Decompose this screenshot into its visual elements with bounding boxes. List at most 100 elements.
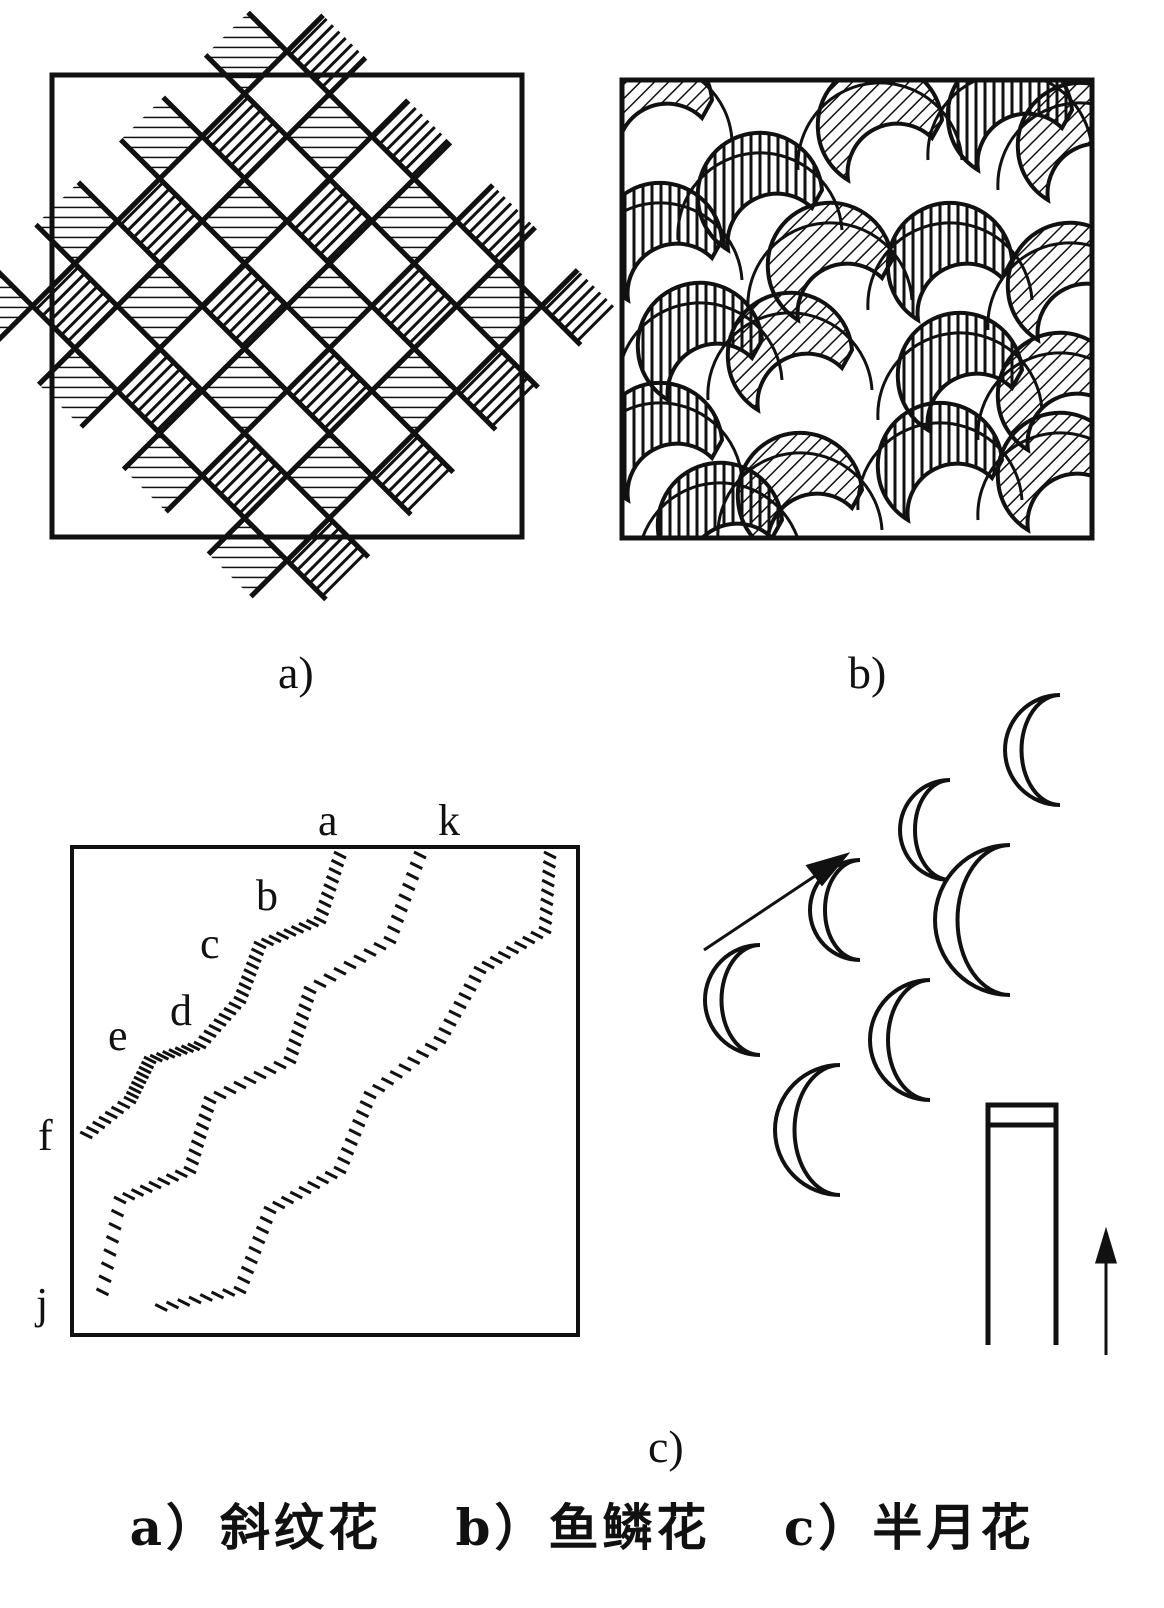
dash-mark xyxy=(79,1130,93,1140)
dash-mark xyxy=(195,1121,210,1131)
dash-mark xyxy=(409,861,423,870)
scale-outline xyxy=(996,101,1092,191)
dash-mark xyxy=(305,918,320,928)
checker-cell xyxy=(0,47,79,140)
dash-mark xyxy=(165,1173,180,1182)
checker-cell xyxy=(329,645,414,730)
dash-mark xyxy=(228,1001,242,1010)
dash-mark xyxy=(138,1065,152,1075)
checker-cell xyxy=(160,815,245,900)
scale-outline xyxy=(622,201,744,281)
dash-mark xyxy=(244,1255,258,1265)
dash-mark xyxy=(298,921,312,931)
dash-mark xyxy=(315,907,330,917)
dash-mark xyxy=(85,1125,100,1135)
checker-cell xyxy=(71,557,164,636)
moon-crescent xyxy=(868,978,931,1102)
dash-mark xyxy=(290,925,305,934)
dash-mark xyxy=(372,1083,386,1093)
panel-label-c: c) xyxy=(648,1421,684,1472)
dash-mark xyxy=(497,950,512,960)
dash-mark xyxy=(313,979,327,989)
checker-cell xyxy=(410,0,503,55)
halfmoon-frame xyxy=(70,845,580,1337)
dash-mark xyxy=(135,1070,150,1080)
dash-mark xyxy=(222,1288,236,1297)
point-label-j: j xyxy=(34,1279,48,1328)
dash-mark xyxy=(133,1075,147,1085)
dash-mark xyxy=(188,1295,202,1305)
dash-mark xyxy=(248,1245,262,1255)
dash-mark xyxy=(424,1042,438,1052)
dash-mark xyxy=(198,1035,212,1044)
scale-outline xyxy=(986,241,1092,331)
dash-mark xyxy=(298,1185,312,1195)
dash-mark xyxy=(303,985,317,995)
dash-mark xyxy=(407,1056,421,1065)
dash-mark xyxy=(218,1012,232,1022)
dash-mark xyxy=(185,1156,200,1166)
dash-mark xyxy=(198,1113,212,1122)
dash-mark xyxy=(113,1195,127,1205)
dash-mark xyxy=(223,1085,237,1095)
dash-mark xyxy=(293,1020,307,1030)
dash-mark xyxy=(285,1046,300,1056)
dash-mark xyxy=(343,960,357,970)
dash-mark xyxy=(325,875,340,884)
checker-cell xyxy=(202,773,287,858)
dash-mark xyxy=(98,1115,112,1125)
dash-mark xyxy=(92,1120,106,1130)
dash-mark xyxy=(177,1298,191,1307)
dash-mark xyxy=(353,954,367,964)
dash-mark xyxy=(213,1090,227,1100)
dash-mark xyxy=(233,1080,247,1090)
checker-cell xyxy=(32,688,117,773)
dash-mark xyxy=(324,1170,338,1180)
scale-crescent xyxy=(885,200,1015,324)
dash-mark xyxy=(380,1076,395,1086)
dash-mark xyxy=(283,928,297,937)
dash-mark xyxy=(398,893,412,902)
scale-outline xyxy=(976,431,1092,521)
dash-mark xyxy=(263,1065,277,1075)
dash-mark xyxy=(333,850,347,860)
dash-mark xyxy=(540,897,554,907)
dash-mark xyxy=(373,941,387,951)
dash-mark xyxy=(398,1063,412,1072)
dash-mark xyxy=(333,966,347,976)
checker-cell xyxy=(495,47,588,140)
dash-mark xyxy=(473,965,487,975)
dash-mark xyxy=(289,1190,303,1200)
dash-mark xyxy=(333,1165,347,1175)
dashed-bands xyxy=(79,850,557,1312)
dash-mark xyxy=(210,1290,225,1300)
dash-mark xyxy=(252,1235,266,1245)
checker-cell xyxy=(0,645,75,730)
dash-mark xyxy=(448,1009,462,1019)
moon-crescent xyxy=(933,843,1011,997)
dash-mark xyxy=(174,1046,188,1055)
dash-mark xyxy=(200,1104,215,1114)
checker-cell xyxy=(113,599,206,636)
checker-cell xyxy=(28,0,121,13)
checker-cell xyxy=(113,0,206,13)
dash-mark xyxy=(538,925,552,935)
dash-mark xyxy=(117,1100,131,1110)
dash-mark xyxy=(539,906,553,916)
checker-cell xyxy=(0,429,36,522)
dash-mark xyxy=(104,1110,118,1120)
dash-mark xyxy=(307,1180,321,1190)
figure-caption: a）斜纹花 b）鱼鳞花 c）半月花 xyxy=(0,1488,1164,1560)
dash-mark xyxy=(143,1055,157,1065)
scale-crescent xyxy=(1015,80,1092,204)
caption-c: c）半月花 xyxy=(783,1498,1035,1557)
checker-cell xyxy=(0,472,79,565)
dash-mark xyxy=(463,983,477,992)
dash-mark xyxy=(243,968,257,977)
dash-mark xyxy=(253,1070,267,1080)
dash-mark xyxy=(128,1085,142,1095)
dash-mark xyxy=(188,1148,202,1157)
dash-mark xyxy=(233,1285,247,1295)
checker-cell xyxy=(453,514,546,607)
